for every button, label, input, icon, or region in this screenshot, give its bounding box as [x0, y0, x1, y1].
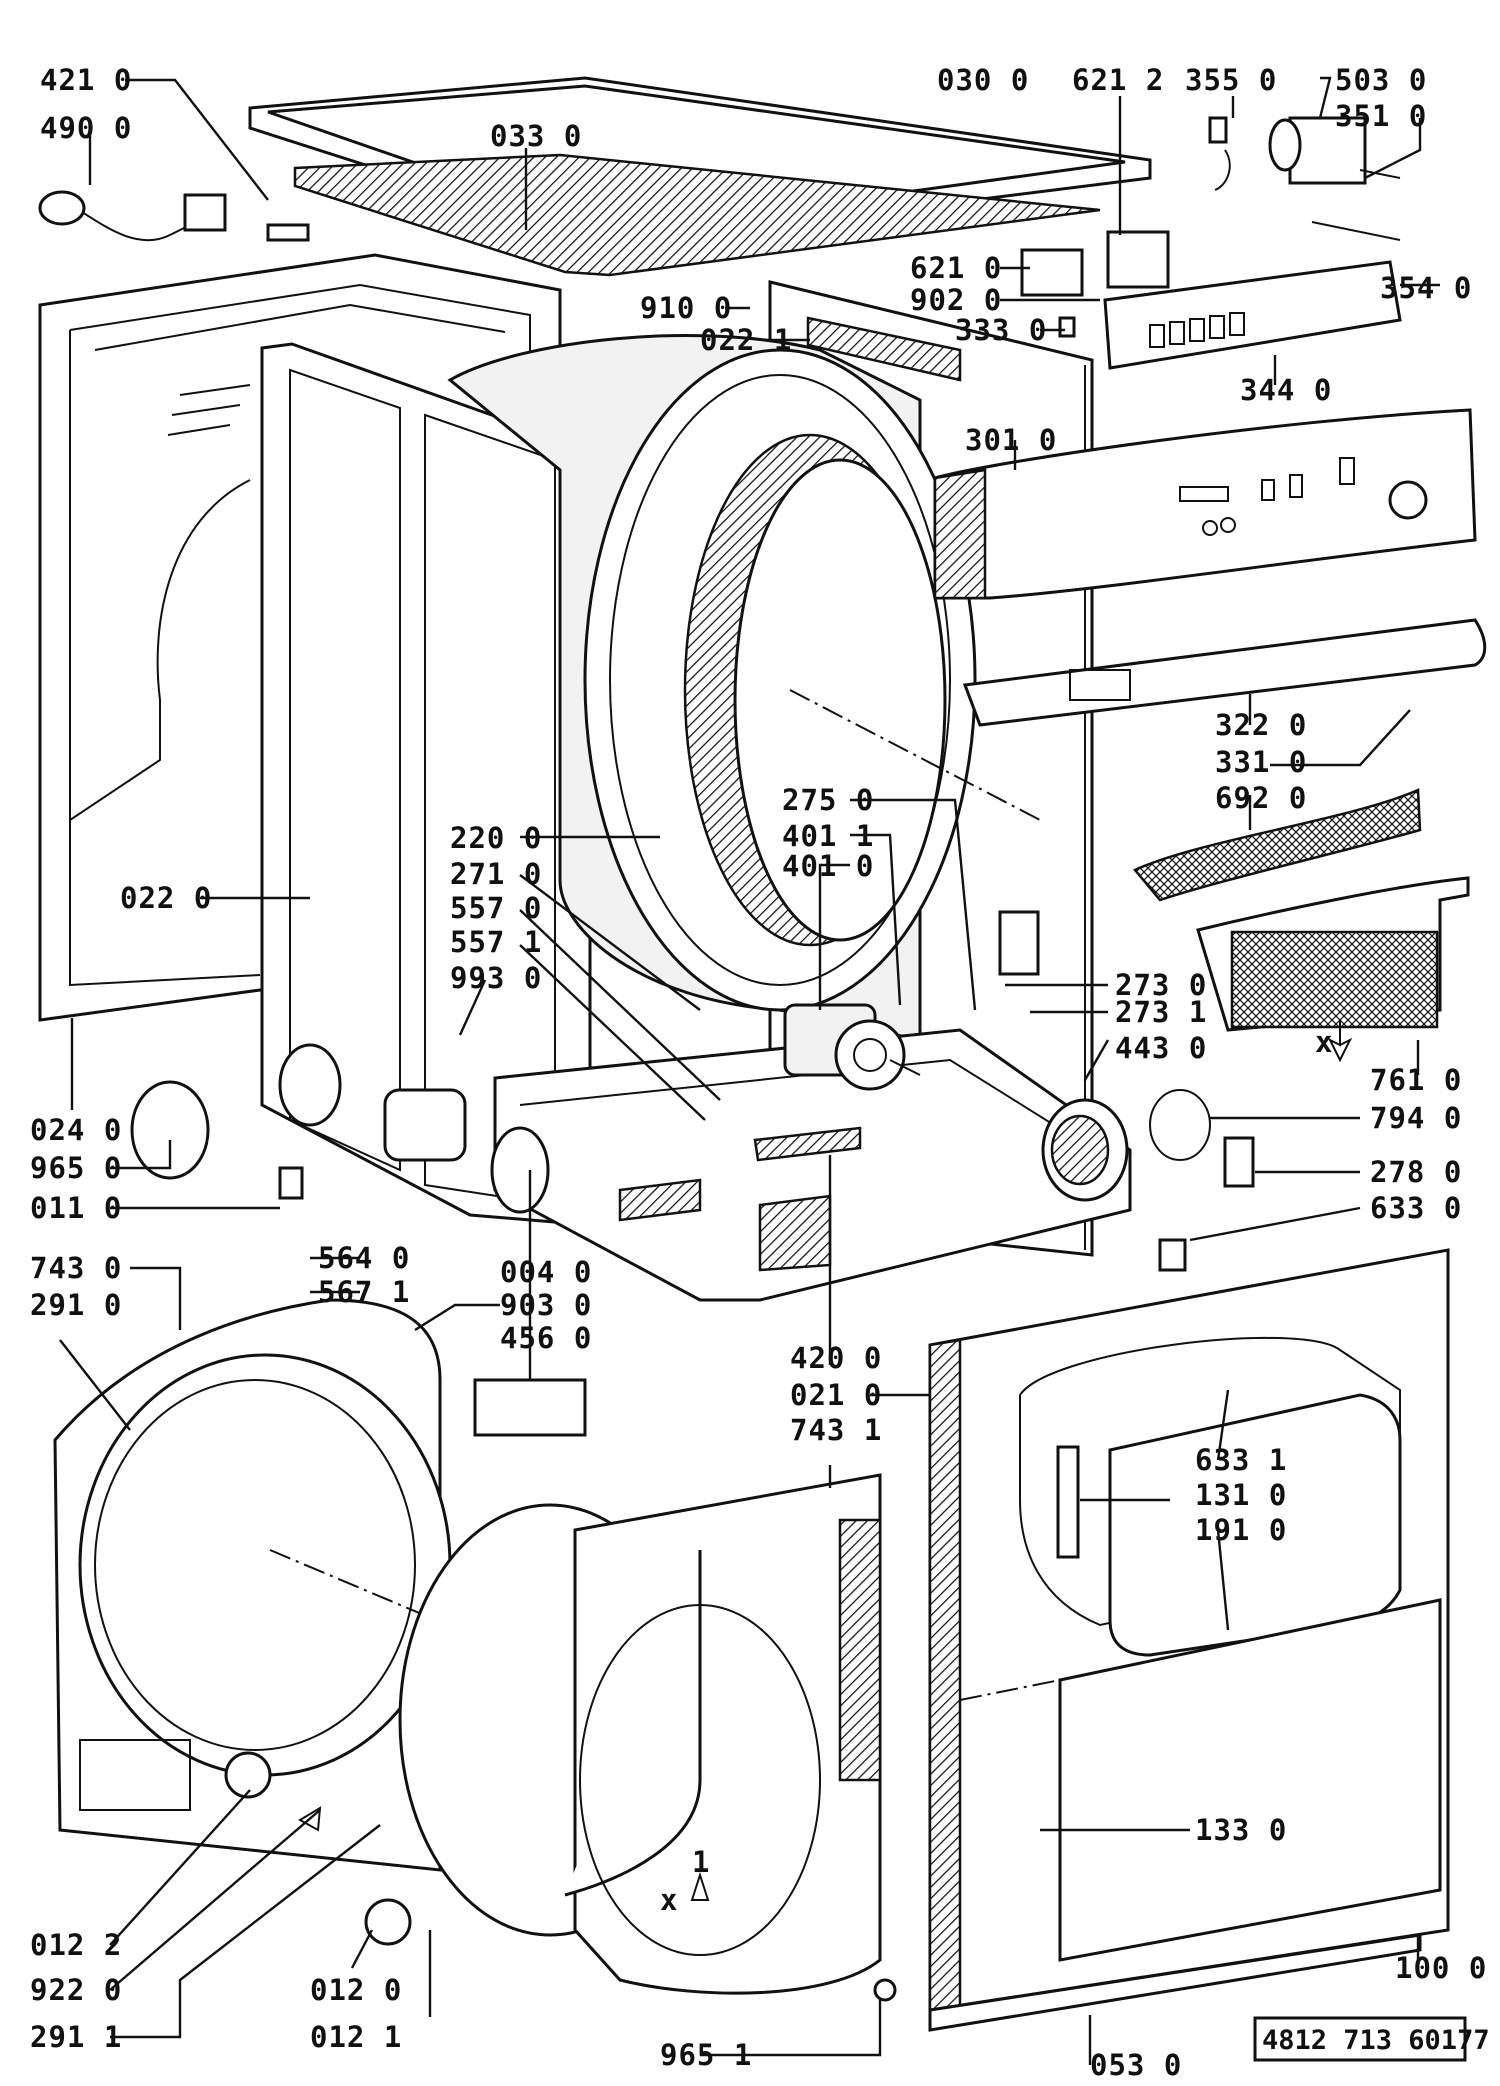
label-012-1: 012 1 — [310, 2020, 402, 2054]
reference-number: 4812 713 60177 — [1262, 2025, 1490, 2056]
part-labels: 421 0 490 0 030 0 033 0 621 2 355 0 503 … — [30, 63, 1487, 2082]
label-794: 794 0 — [1370, 1101, 1462, 1135]
rear-cover-part — [53, 1298, 721, 1872]
direction-markers: x x 1 — [298, 1020, 1353, 1917]
label-351: 351 0 — [1335, 99, 1427, 133]
label-004: 004 0 — [500, 1255, 592, 1289]
label-291-1: 291 1 — [30, 2020, 122, 2054]
label-902: 902 0 — [910, 283, 1002, 317]
control-panel-part — [933, 408, 1487, 727]
lint-filter-part — [1132, 788, 1470, 1032]
label-133: 133 0 — [1195, 1813, 1287, 1847]
label-621-2: 621 2 — [1072, 63, 1164, 97]
small-parts — [130, 910, 1255, 2002]
label-965-1: 965 1 — [660, 2038, 752, 2072]
label-344: 344 0 — [1240, 373, 1332, 407]
label-922: 922 0 — [30, 1973, 122, 2007]
x-marker: x — [1315, 1025, 1333, 1059]
label-131: 131 0 — [1195, 1478, 1287, 1512]
label-503: 503 0 — [1335, 63, 1427, 97]
base-part — [490, 1028, 1132, 1302]
label-633-0: 633 0 — [1370, 1191, 1462, 1225]
mains-cable-part — [38, 190, 310, 242]
label-490: 490 0 — [40, 111, 132, 145]
label-421: 421 0 — [40, 63, 132, 97]
label-331: 331 0 — [1215, 745, 1307, 779]
label-024: 024 0 — [30, 1113, 122, 1147]
front-drum-support-part — [398, 1378, 882, 1995]
label-030: 030 0 — [937, 63, 1029, 97]
label-278: 278 0 — [1370, 1155, 1462, 1189]
label-053: 053 0 — [1090, 2048, 1182, 2082]
arrow-number: 1 — [692, 1845, 710, 1879]
label-401-1: 401 1 — [782, 819, 874, 853]
door-assembly-part — [928, 1248, 1450, 2032]
drum-part — [447, 334, 1041, 1042]
label-322: 322 0 — [1215, 708, 1307, 742]
label-100: 100 0 — [1395, 1951, 1487, 1985]
label-333: 333 0 — [955, 313, 1047, 347]
label-965-0: 965 0 — [30, 1151, 122, 1185]
label-022-0: 022 0 — [120, 881, 212, 915]
label-420: 420 0 — [790, 1341, 882, 1375]
label-557-1: 557 1 — [450, 925, 542, 959]
label-621-0: 621 0 — [910, 251, 1002, 285]
label-275: 275 0 — [782, 783, 874, 817]
label-355: 355 0 — [1185, 63, 1277, 97]
label-903: 903 0 — [500, 1288, 592, 1322]
label-291-0: 291 0 — [30, 1288, 122, 1322]
label-743-0: 743 0 — [30, 1251, 122, 1285]
label-564: 564 0 — [318, 1241, 410, 1275]
label-692: 692 0 — [1215, 781, 1307, 815]
top-cover-part — [248, 76, 1152, 277]
label-021: 021 0 — [790, 1378, 882, 1412]
label-033: 033 0 — [490, 119, 582, 153]
label-012-2: 012 2 — [30, 1928, 122, 1962]
label-354: 354 0 — [1380, 271, 1472, 305]
label-456: 456 0 — [500, 1321, 592, 1355]
electronic-board-part — [1020, 230, 1402, 370]
label-271: 271 0 — [450, 857, 542, 891]
label-301: 301 0 — [965, 423, 1057, 457]
label-273-0: 273 0 — [1115, 968, 1207, 1002]
label-633-1: 633 1 — [1195, 1443, 1287, 1477]
label-567: 567 1 — [318, 1275, 410, 1309]
label-993: 993 0 — [450, 961, 542, 995]
thermostat-part — [1208, 116, 1401, 241]
label-443: 443 0 — [1115, 1031, 1207, 1065]
label-910: 910 0 — [640, 291, 732, 325]
label-761: 761 0 — [1370, 1063, 1462, 1097]
label-011: 011 0 — [30, 1191, 122, 1225]
label-273-1: 273 1 — [1115, 995, 1207, 1029]
label-743-1: 743 1 — [790, 1413, 882, 1447]
label-012-0: 012 0 — [310, 1973, 402, 2007]
label-022-1: 022 1 — [700, 323, 792, 357]
label-401-0: 401 0 — [782, 849, 874, 883]
motor-part — [783, 1003, 921, 1091]
reference-number-box: 4812 713 60177 — [1253, 2016, 1490, 2062]
x-marker-bottom: x — [660, 1883, 678, 1917]
seal-ring-part — [1149, 1089, 1211, 1161]
label-191: 191 0 — [1195, 1513, 1287, 1547]
label-220: 220 0 — [450, 821, 542, 855]
label-557-0: 557 0 — [450, 891, 542, 925]
leader-lines — [59, 76, 1440, 2065]
